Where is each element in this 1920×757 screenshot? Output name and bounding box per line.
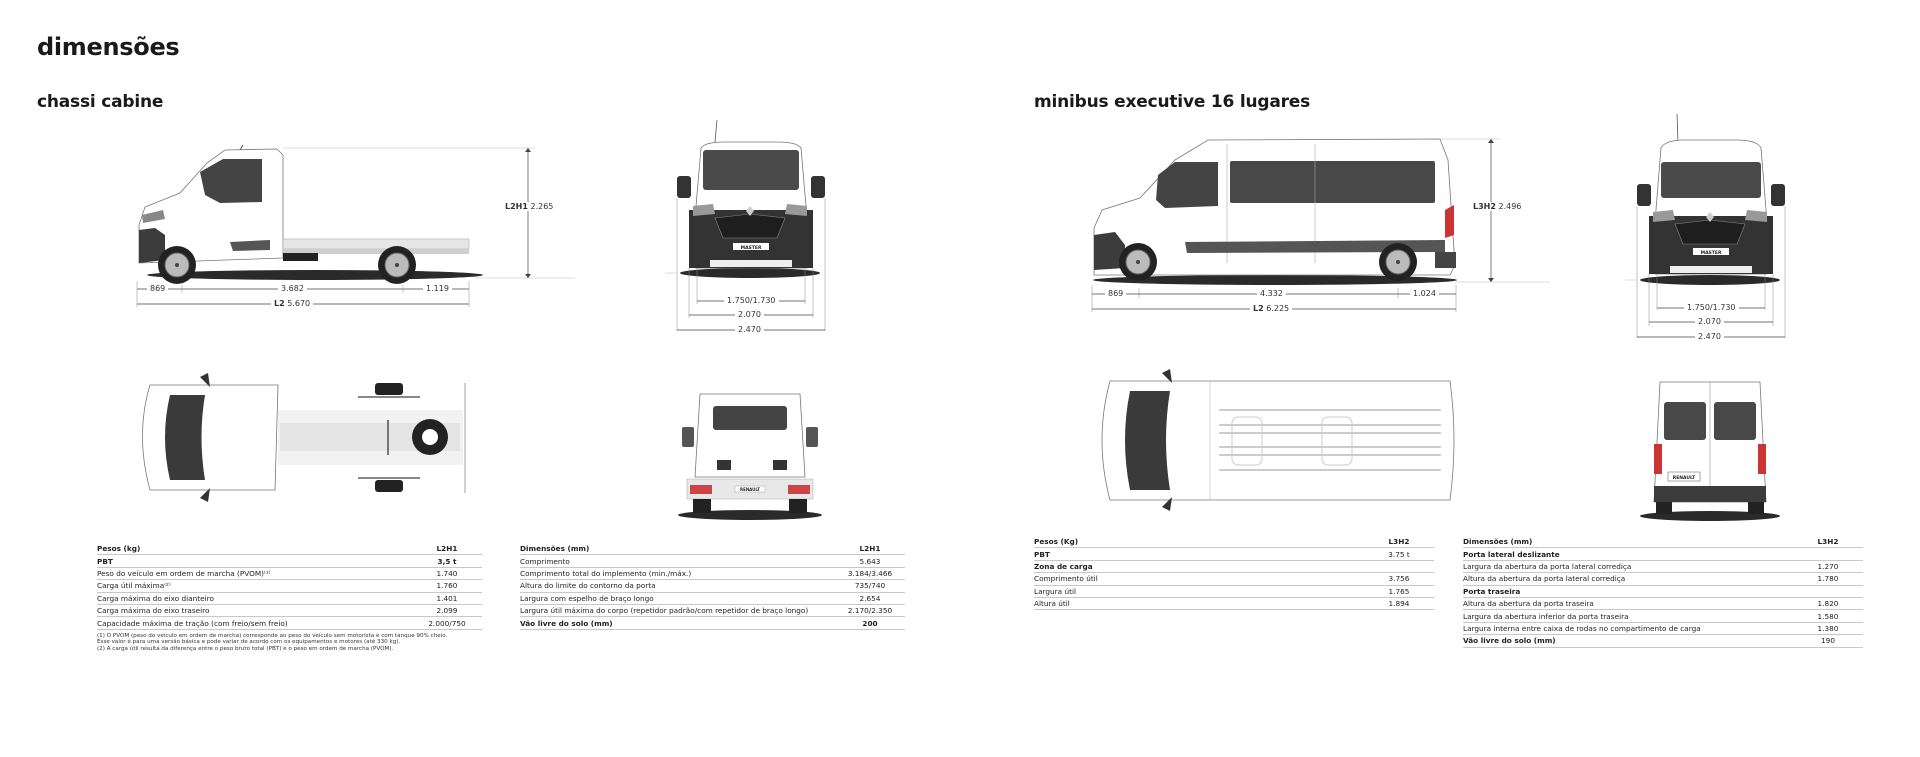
rear-plate-text: RENAULT (1673, 475, 1696, 481)
table-header: Pesos (kg) L2H1 (97, 543, 482, 556)
width-label: 2.070 (735, 310, 764, 319)
minibus-front-view: MASTER 1.750/1.730 2.070 2.470 (1625, 112, 1795, 347)
minibus-rear-view: RENAULT (1638, 372, 1783, 522)
front-plate-text: MASTER (1701, 250, 1722, 256)
width-mirrors-label: 2.470 (735, 325, 764, 334)
minibus-side-view: L3H2 2.496 869 4.332 1.024 L2 6.225 (1090, 120, 1570, 320)
length-label: L2 6.225 (1250, 304, 1293, 313)
front-plate-text: MASTER (741, 245, 762, 251)
table-row: Largura útil máxima do corpo (repetidor … (520, 605, 905, 618)
table-row: Vão livre do solo (mm)200 (520, 617, 905, 630)
wheelbase-label: 3.682 (278, 284, 307, 293)
table-row: Capacidade máxima de tração (com freio/s… (97, 617, 482, 630)
rear-overhang-label: 1.024 (1410, 289, 1439, 298)
table-row: Vão livre do solo (mm)190 (1463, 635, 1863, 648)
rear-overhang-label: 1.119 (423, 284, 452, 293)
table-row: Carga útil máxima⁽²⁾1.760 (97, 580, 482, 593)
table-row: Altura da abertura da porta lateral corr… (1463, 573, 1863, 586)
width-mirrors-label: 2.470 (1695, 332, 1724, 341)
table-header: Pesos (Kg) L3H2 (1034, 536, 1434, 549)
height-label: L2H1 2.265 (502, 202, 557, 211)
table-row: Zona de carga (1034, 561, 1434, 574)
page-title: dimensões (37, 33, 180, 61)
chassis-top-view (130, 365, 475, 510)
table-row: Peso do veículo em ordem de marcha (PVOM… (97, 568, 482, 581)
table-row: Porta traseira (1463, 586, 1863, 598)
track-label: 1.750/1.730 (724, 296, 779, 305)
table-row: Comprimento total do implemento (min./má… (520, 568, 905, 581)
table-row: Largura interna entre caixa de rodas no … (1463, 623, 1863, 636)
front-overhang-label: 869 (147, 284, 169, 293)
front-overhang-label: 869 (1105, 289, 1127, 298)
chassis-front-view: MASTER 1.750/1.730 2.070 2.470 (665, 118, 835, 343)
table-header: Dimensões (mm) L2H1 (520, 543, 905, 556)
chassis-side-drawing (136, 144, 575, 307)
footnotes: (1) O PVOM (peso do veículo em ordem de … (97, 632, 448, 652)
width-label: 2.070 (1695, 317, 1724, 326)
table-row: Porta lateral deslizante (1463, 548, 1863, 561)
section-title-minibus: minibus executive 16 lugares (1034, 92, 1311, 112)
chassis-rear-view: RENAULT (675, 382, 825, 522)
length-label: L2 5.670 (271, 299, 314, 308)
chassis-side-view: L2H1 2.265 869 3.682 1.119 L2 5.670 (125, 135, 575, 310)
wheelbase-label: 4.332 (1257, 289, 1286, 298)
section-title-chassis: chassi cabine (37, 92, 164, 112)
table-row: Largura da abertura da porta lateral cor… (1463, 561, 1863, 574)
track-label: 1.750/1.730 (1684, 303, 1739, 312)
height-label: L3H2 2.496 (1470, 202, 1525, 211)
minibus-top-view (1090, 365, 1460, 515)
table-header: Dimensões (mm) L3H2 (1463, 536, 1863, 549)
rear-plate-text: RENAULT (740, 487, 760, 492)
minibus-dimensions-table: Dimensões (mm) L3H2 Porta lateral desliz… (1463, 536, 1863, 648)
table-row: Largura da abertura inferior da porta tr… (1463, 610, 1863, 623)
